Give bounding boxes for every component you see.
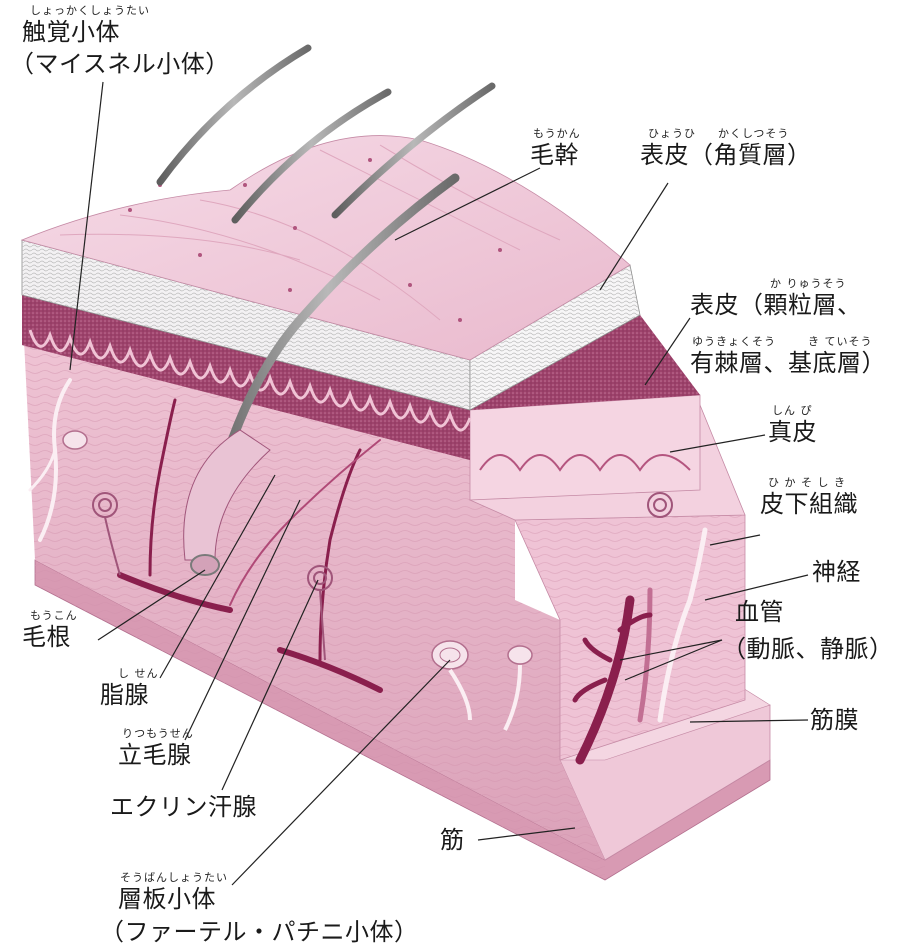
- label-fascia: 筋膜: [810, 706, 859, 734]
- label-sebaceous: 脂腺: [100, 681, 149, 709]
- label-epidermis-lower-ruby3: き ていそう: [808, 335, 873, 348]
- leader-nerve: [704, 574, 809, 601]
- nerves: [28, 378, 708, 723]
- label-hair-shaft-ruby: もうかん: [533, 127, 581, 140]
- leader-vessel-2: [624, 639, 723, 681]
- hair-follicle: [183, 429, 271, 576]
- leader-hair-shaft: [394, 167, 541, 241]
- leader-sebaceous: [159, 474, 276, 679]
- glands: [92, 492, 673, 661]
- label-sebaceous-ruby: し せん: [118, 667, 159, 680]
- label-epidermis-lower-ruby1: か りゅうそう: [770, 277, 847, 290]
- label-pacinian-ruby: そうばんしょうたい: [120, 871, 228, 884]
- label-meissner-sub: （マイスネル小体）: [10, 50, 230, 78]
- label-eccrine: エクリン汗腺: [110, 793, 257, 821]
- leader-epidermis-horny: [599, 182, 669, 291]
- pacinian-corpuscles: [62, 430, 533, 731]
- label-subcutis-ruby: ひ か そ し き: [768, 476, 846, 489]
- leader-muscle: [477, 827, 576, 841]
- label-epidermis-lower-ruby2: ゆうきょくそう: [692, 335, 776, 348]
- leader-lines: [69, 81, 809, 886]
- label-vessel-sub: （動脈、静脈）: [722, 635, 894, 663]
- label-hair-root-ruby: もうこん: [30, 609, 78, 622]
- label-vessel: 血管: [735, 598, 784, 626]
- label-meissner-ruby: しょっかくしょうたい: [30, 4, 150, 17]
- label-dermis-ruby: しん ぴ: [772, 404, 813, 417]
- epidermis-band: [22, 295, 472, 460]
- label-dermis: 真皮: [768, 418, 817, 446]
- label-pacinian-sub: （ファーテル・パチニ小体）: [100, 918, 419, 946]
- leader-subcutis: [709, 534, 761, 546]
- leader-dermis: [669, 434, 766, 453]
- label-epidermis-lower: 表皮（顆粒層、: [690, 291, 862, 319]
- skin-surface: [20, 135, 631, 361]
- label-meissner: 触覚小体: [22, 18, 120, 46]
- leader-fascia: [689, 719, 809, 723]
- label-arrector-ruby: りつもうせん: [122, 727, 194, 740]
- leader-meissner: [69, 81, 104, 371]
- dermis-step: [469, 315, 701, 501]
- leader-vessel-1: [619, 639, 723, 661]
- label-hair-shaft: 毛幹: [530, 141, 579, 169]
- label-nerve: 神経: [812, 558, 861, 586]
- label-epidermis-horny-ruby1: ひょうひ: [648, 127, 696, 140]
- label-epidermis-horny-ruby2: かくしつそう: [718, 127, 790, 140]
- label-arrector: 立毛腺: [118, 741, 192, 769]
- leader-eccrine: [221, 579, 319, 791]
- label-hair-root: 毛根: [22, 623, 71, 651]
- label-epidermis-lower-2: 有棘層、基底層）: [690, 349, 886, 377]
- label-subcutis: 皮下組織: [760, 490, 858, 518]
- label-muscle: 筋: [440, 826, 465, 854]
- leader-hair-root: [97, 569, 206, 641]
- leader-arrector: [184, 499, 301, 741]
- leader-epidermis-lower: [644, 317, 691, 386]
- leader-pacinian: [231, 659, 451, 886]
- label-epidermis-horny: 表皮（角質層）: [640, 141, 812, 169]
- horny-layer: [21, 239, 641, 411]
- label-pacinian: 層板小体: [118, 885, 216, 913]
